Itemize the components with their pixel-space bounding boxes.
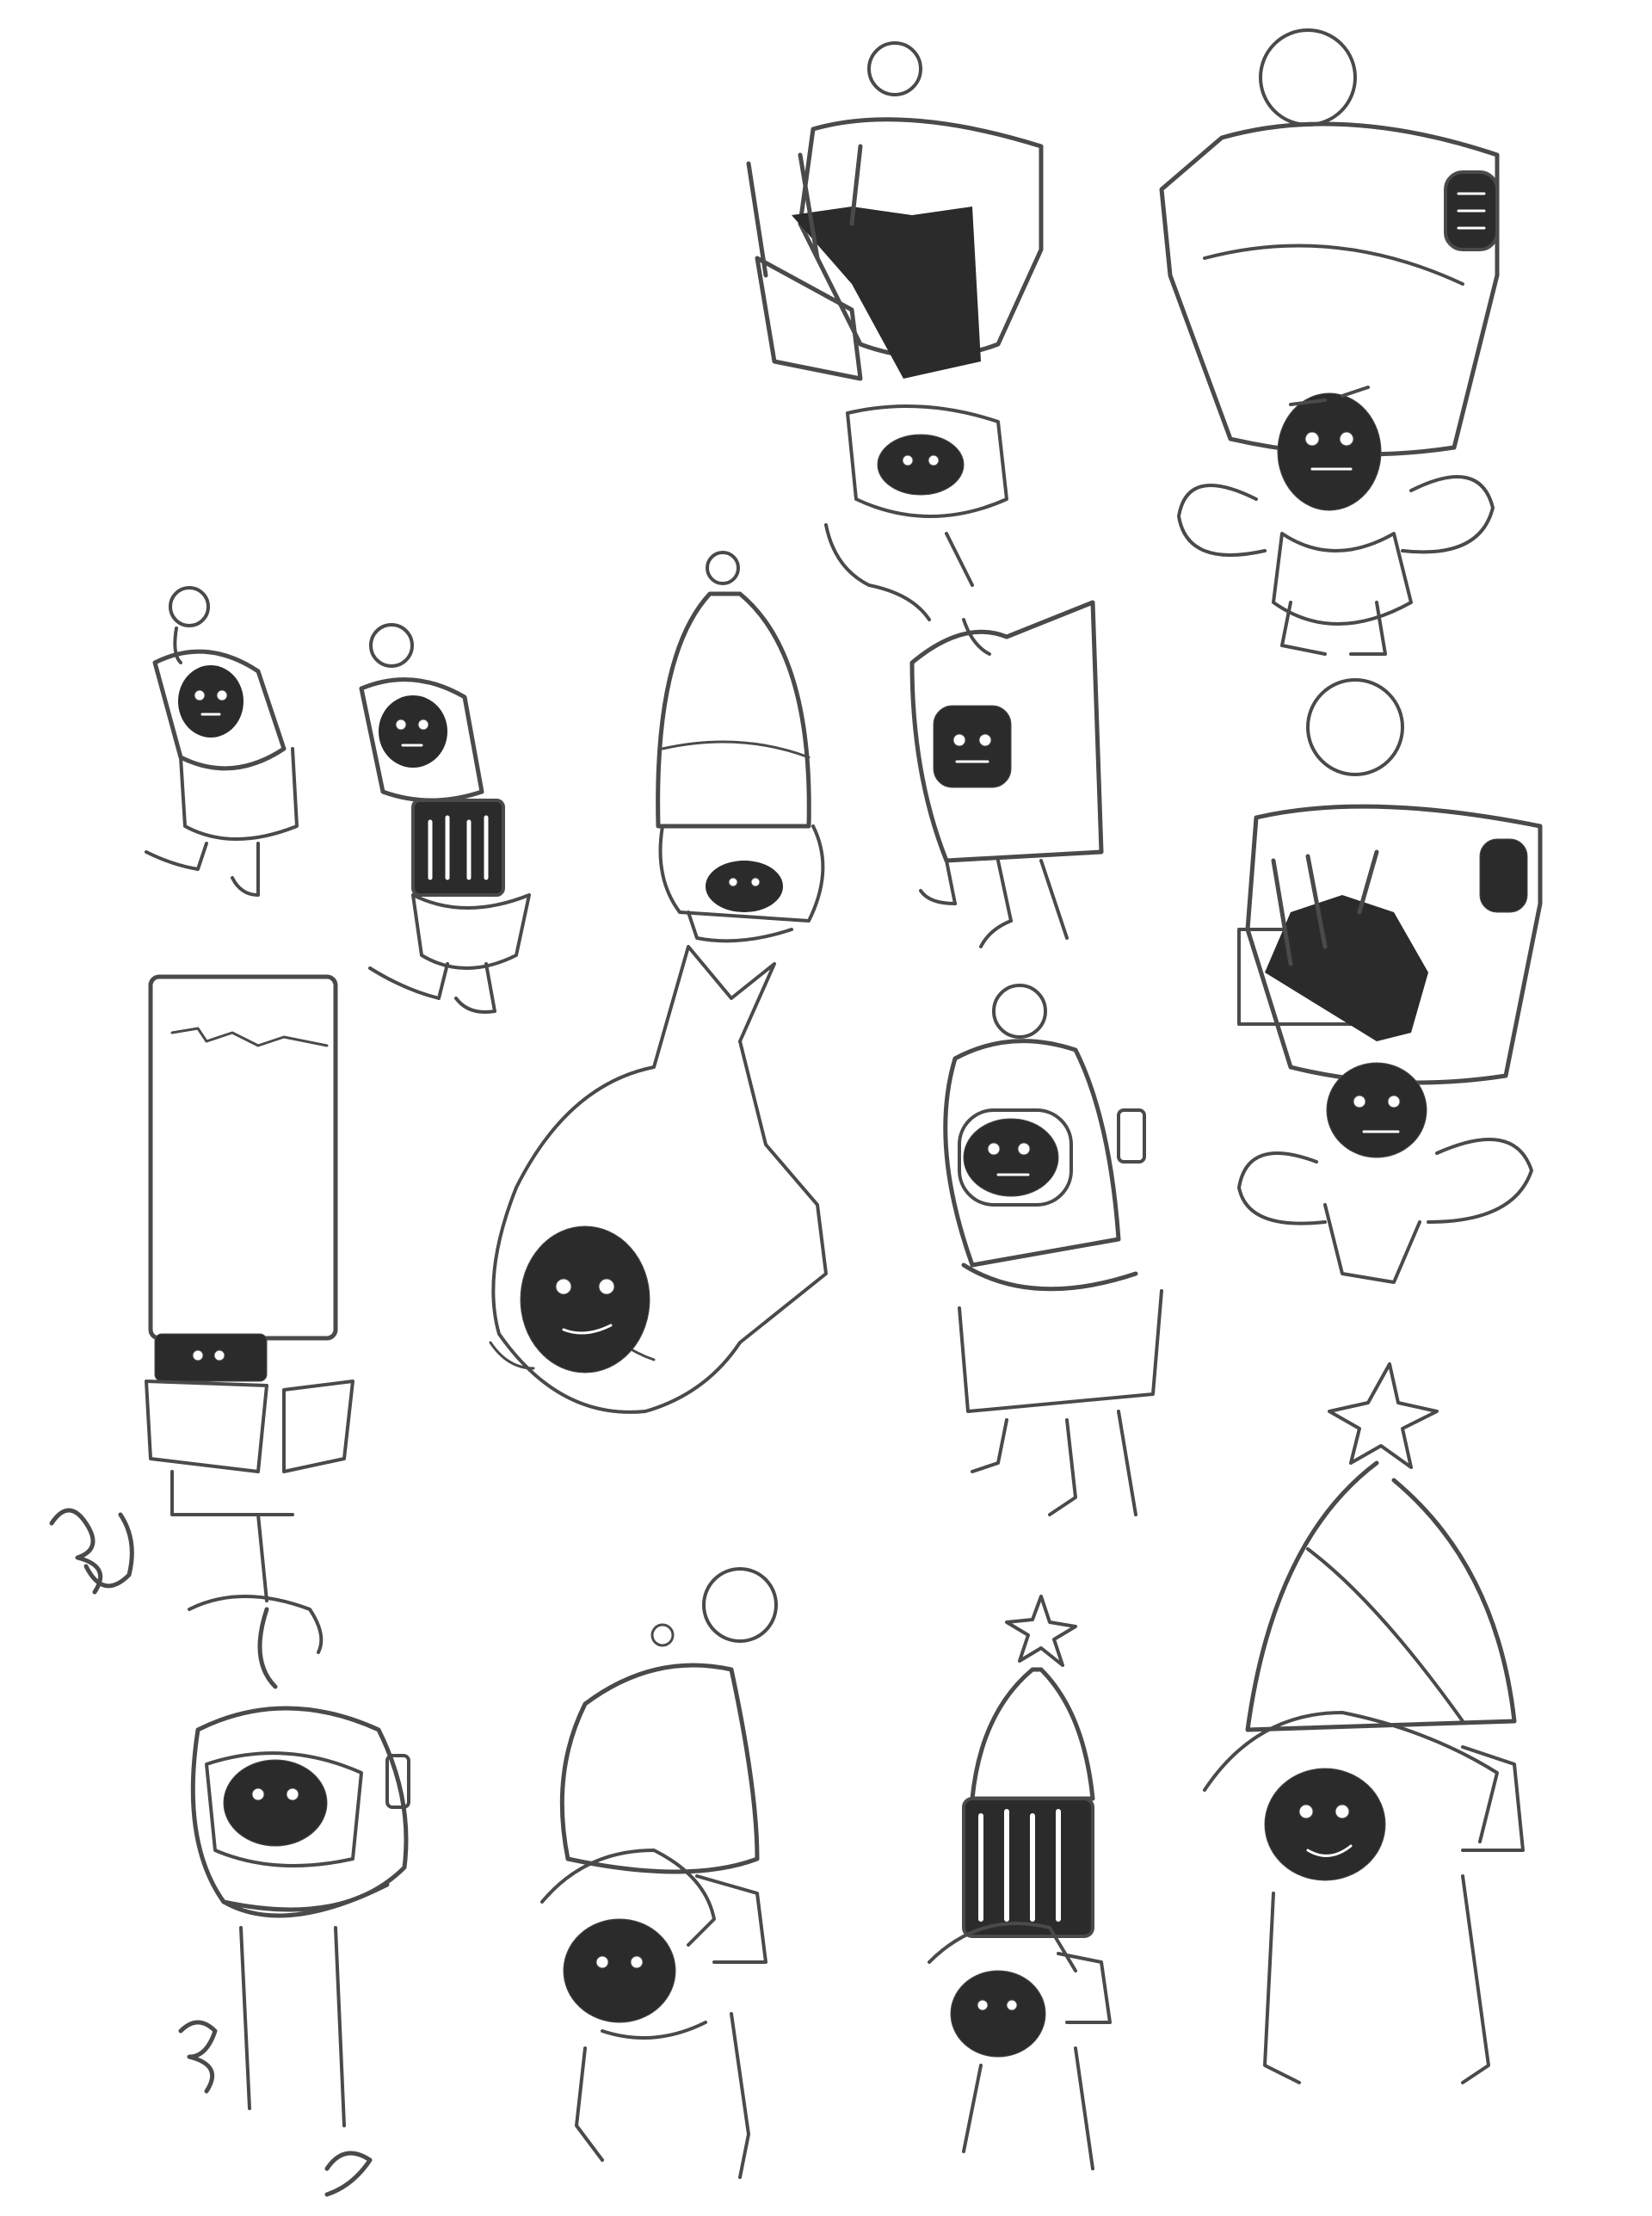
star-robot-small — [928, 1595, 1112, 2170]
open-pack-robot — [746, 41, 1044, 621]
ghost-robot — [489, 945, 828, 1414]
capsule-robot — [943, 984, 1163, 1516]
hair-robot-bulb — [540, 1567, 778, 2179]
cone-robot — [656, 551, 825, 943]
small-robot-bulb — [145, 586, 299, 897]
star-robot-large — [1203, 1362, 1525, 2084]
small-robot-tools — [359, 623, 531, 1014]
big-robot-back — [1159, 28, 1500, 656]
box-robot — [909, 600, 1104, 948]
big-robot-front — [1237, 678, 1543, 1284]
tall-box-robot — [49, 974, 354, 1602]
diving-helmet-robot — [178, 1595, 410, 2197]
